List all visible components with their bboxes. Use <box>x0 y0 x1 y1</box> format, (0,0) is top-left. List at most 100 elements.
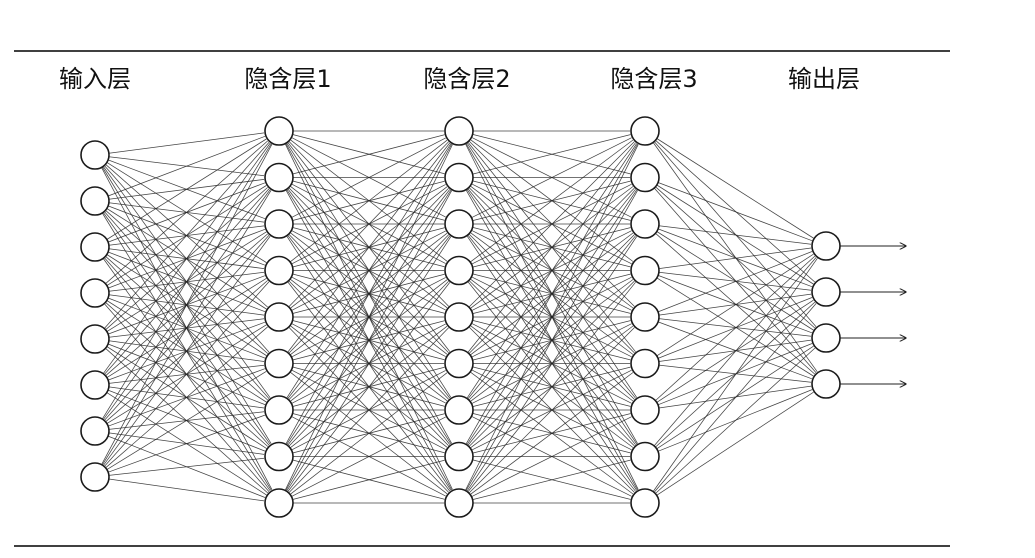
neuron-node-input <box>80 324 110 354</box>
connection-edge <box>468 327 635 494</box>
connection-edge <box>464 144 639 491</box>
connection-edge <box>655 347 816 494</box>
connection-edge <box>657 275 813 334</box>
output-arrows <box>840 246 906 384</box>
connection-edge <box>288 141 449 308</box>
neuron-node-hidden3 <box>630 116 660 146</box>
connection-edge <box>658 318 812 337</box>
neuron-node-hidden1 <box>264 162 294 193</box>
connection-edge <box>655 233 816 375</box>
connection-edge <box>285 190 453 491</box>
connection-edge <box>289 139 448 263</box>
connection-edge <box>291 137 446 218</box>
connection-edge <box>653 141 817 327</box>
connection-edge <box>653 257 817 447</box>
connection-edge <box>658 293 812 316</box>
neuron-node-input <box>80 278 110 308</box>
layer-labels: 输入层 隐含层1 隐含层2 隐含层3 输出层 <box>59 65 860 93</box>
connection-edge <box>656 391 814 496</box>
connection-edge <box>657 297 813 359</box>
layer-label-hidden1: 隐含层1 <box>244 65 331 93</box>
connection-edge <box>465 190 638 491</box>
connection-edge <box>656 184 814 285</box>
connection-edge <box>108 414 266 473</box>
neuron-node-hidden2 <box>444 209 474 239</box>
neuron-node-input <box>80 370 110 400</box>
connection-edge <box>656 277 814 377</box>
connection-edge <box>656 253 814 357</box>
connection-edge <box>102 142 271 374</box>
connection-edge <box>107 135 266 197</box>
layer-label-hidden2: 隐含层2 <box>423 65 510 93</box>
neuron-node-input <box>80 416 110 446</box>
connection-edge <box>472 459 631 500</box>
neuron-node-hidden3 <box>630 441 660 472</box>
neuron-node-hidden3 <box>630 488 660 518</box>
connection-edge <box>472 134 631 175</box>
connection-edge <box>469 139 634 263</box>
connection-edge <box>657 228 813 288</box>
layer-label-input: 输入层 <box>59 65 131 93</box>
neuron-node-hidden2 <box>444 395 474 425</box>
connection-edge <box>657 182 813 242</box>
connection-edge <box>656 138 814 239</box>
connection-edge <box>101 190 272 466</box>
connection-edge <box>287 142 451 353</box>
connection-edge <box>105 326 268 469</box>
connection-edge <box>106 371 267 470</box>
connection-edge <box>658 247 812 269</box>
connection-edge <box>653 303 817 493</box>
connection-edge <box>657 321 813 380</box>
neuron-node-hidden2 <box>444 348 474 379</box>
neuron-node-input <box>80 140 110 170</box>
connection-edge <box>655 186 816 329</box>
neuron-node-hidden2 <box>444 116 474 146</box>
neuron-node-hidden2 <box>444 302 474 332</box>
connection-edge <box>102 235 271 466</box>
layer-label-output: 输出层 <box>788 65 860 93</box>
connection-edge <box>285 143 453 445</box>
neuron-node-hidden1 <box>264 395 294 425</box>
connection-edge <box>465 143 638 445</box>
connection-edge <box>657 251 813 313</box>
connection-edge <box>101 143 272 420</box>
connection-edge <box>101 144 273 465</box>
connection-edge <box>469 372 634 495</box>
connection-edge <box>658 364 812 383</box>
neuron-node-hidden1 <box>264 441 294 472</box>
neuron-nodes <box>80 116 841 518</box>
neuron-node-hidden3 <box>630 395 660 425</box>
connection-edge <box>291 416 446 497</box>
neuron-node-hidden3 <box>630 302 660 332</box>
connection-edge <box>104 141 270 329</box>
connection-edge <box>108 132 265 154</box>
connection-edge <box>287 282 451 493</box>
connection-edge <box>468 141 635 308</box>
neuron-node-hidden3 <box>630 162 660 193</box>
neuron-node-hidden2 <box>444 441 474 472</box>
connection-edge <box>658 339 812 362</box>
connection-edge <box>292 459 445 500</box>
connection-edge <box>652 258 818 492</box>
connection-edge <box>655 140 816 283</box>
connection-edge <box>471 137 632 219</box>
connection-edge <box>105 140 268 284</box>
connection-edge <box>656 231 814 331</box>
neuron-node-hidden1 <box>264 348 294 379</box>
connection-edge <box>471 416 632 498</box>
neuron-node-output <box>811 231 841 261</box>
connection-edge <box>106 138 267 240</box>
neuron-node-hidden2 <box>444 488 474 518</box>
connection-edge <box>467 281 636 493</box>
connection-edge <box>108 478 265 502</box>
neuron-node-hidden1 <box>264 488 294 518</box>
connection-edge <box>292 134 445 175</box>
neuron-node-output <box>811 277 841 307</box>
neuron-node-hidden2 <box>444 162 474 193</box>
neuron-node-input <box>80 232 110 262</box>
connection-edge <box>289 372 448 495</box>
connection-edge <box>657 343 813 406</box>
neuron-node-output <box>811 369 841 399</box>
layer-label-hidden3: 隐含层3 <box>610 65 697 93</box>
